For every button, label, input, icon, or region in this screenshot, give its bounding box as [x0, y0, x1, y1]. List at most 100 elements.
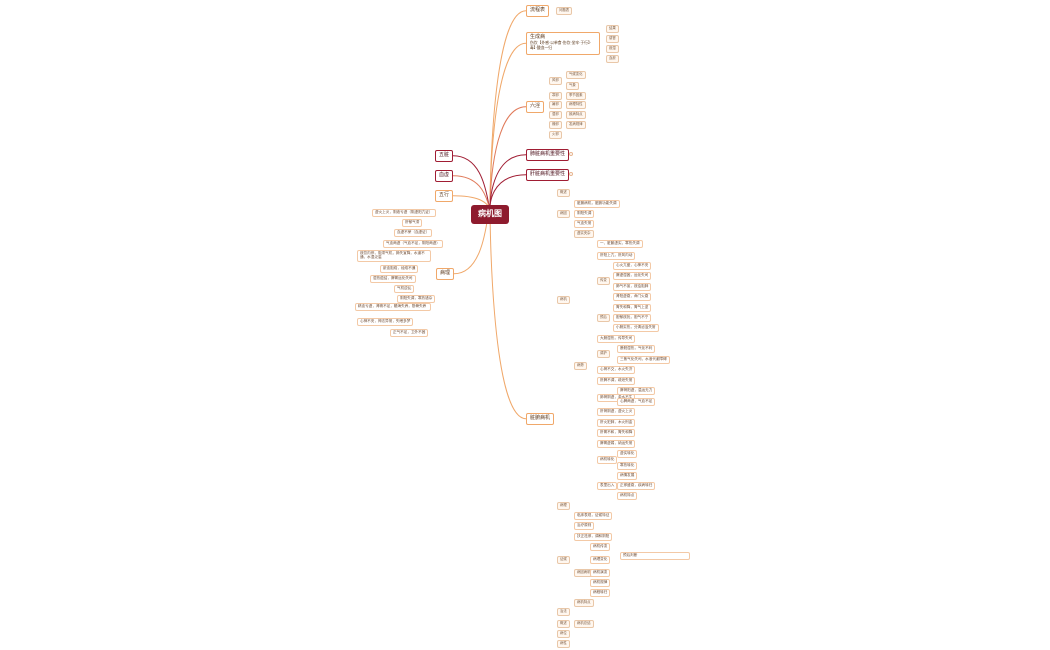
pathology-item-1: 肝郁气滞 — [402, 219, 423, 227]
organ-line-8: 肺气不宣，痰浊阻肺 — [613, 283, 652, 291]
organ-line-31: 病机特点 — [617, 492, 638, 500]
organ-line-7: 脾虚湿困，运化失司 — [613, 272, 652, 280]
six-item-1: 寒邪 — [549, 92, 562, 100]
branch-organ-pathology[interactable]: 脏腑病机 — [526, 413, 555, 425]
branch-connector — [489, 42, 527, 208]
branch-disease-origin-sub: 伤饮【外感·以单食·伤饮·坐牢·于行】·毒】·酸血一归 — [530, 39, 592, 50]
branch-pathology[interactable]: 病理 — [436, 268, 455, 280]
six-item-7: 气候变化 — [566, 71, 586, 79]
branch-five-organs[interactable]: 五脏 — [435, 150, 454, 162]
six-item-5: 火邪 — [549, 131, 562, 139]
organ-group-4: 证候 — [557, 556, 570, 564]
organ-line-3: 虚实夹杂 — [574, 230, 594, 238]
organ-line-1: 阴阳失调 — [574, 210, 595, 218]
collapse-toggle-icon[interactable] — [569, 152, 573, 156]
organ-group-7: 病位 — [557, 630, 570, 638]
six-item-9: 季节因素 — [566, 92, 586, 100]
six-item-0: 风邪 — [549, 77, 562, 85]
pathology-item-7: 气机逆乱 — [394, 285, 415, 293]
collapse-toggle-icon[interactable] — [569, 172, 573, 176]
organ-line-27: 寒热转化 — [617, 462, 638, 470]
organ-line-9: 肾阳虚衰，命门火衰 — [613, 293, 652, 301]
organ-line-28: 表里出入 — [597, 482, 618, 490]
organ-group-6: 概述 — [557, 620, 570, 628]
origin-item-0: 结果 — [606, 25, 619, 33]
pathology-item-2: 血虚不荣（血虚证） — [394, 229, 433, 237]
branch-connector — [489, 154, 527, 208]
pathology-item-9: 精血亏虚，肾精不足，髓海失养，筋骨失养 — [355, 303, 431, 311]
branch-disease-origin[interactable]: 生成病 伤饮【外感·以单食·伤饮·坐牢·于行】·毒】·酸血一归 — [526, 32, 600, 55]
six-item-10: 病理特性 — [566, 101, 586, 109]
branch-six-excesses[interactable]: 六淫 — [526, 101, 545, 113]
organ-bottom-6: 病程转归 — [590, 589, 611, 597]
six-item-12: 发病规律 — [566, 121, 586, 129]
organ-line-12: 小肠实热，分清泌浊失常 — [613, 324, 659, 332]
organ-sub-2: 调护 — [597, 350, 610, 358]
organ-line-21: 肝肾阴虚，虚火上炎 — [597, 408, 636, 416]
pathology-item-4: 痰饮内停，阻滞气机，肺失宣降，水道不通，水湿泛滥 — [357, 250, 431, 262]
organ-bottom-8: 病机总结 — [574, 620, 594, 628]
organ-line-2: 气血失常 — [574, 220, 595, 228]
branch-connector — [489, 206, 527, 420]
organ-sub-1: 预后 — [597, 314, 610, 322]
branch-connector — [489, 106, 527, 208]
organ-line-15: 三焦气化失司，水液代谢障碍 — [617, 356, 670, 364]
pathology-item-10: 心神不安，神志异常，失眠多梦 — [357, 318, 414, 326]
branch-process-table[interactable]: 流程表 — [526, 5, 550, 17]
origin-item-2: 痰湿 — [606, 45, 619, 53]
organ-line-10: 胃失和降，胃气上逆 — [613, 304, 652, 312]
branch-liver-importance[interactable]: 肝脏病机重要性 — [526, 169, 570, 181]
branch-disease-origin-title: 生成病 — [530, 34, 546, 40]
pathology-item-0: 虚火上炎，阴液亏虚（阴虚阳亢证） — [372, 209, 436, 217]
six-item-3: 湿邪 — [549, 111, 562, 119]
organ-line-19: 脾肾阳虚，温运无力 — [617, 387, 656, 395]
organ-bottom-5: 病机规律 — [590, 579, 611, 587]
organ-sub-0: 传变 — [597, 277, 610, 285]
organ-bottom-4: 病机演变 — [590, 569, 611, 577]
branch-blood-deficiency[interactable]: 血虚 — [435, 170, 454, 182]
organ-group-1: 病因 — [557, 210, 570, 218]
pathology-item-8: 阴阳失调，寒热错杂 — [397, 295, 436, 303]
organ-group-label-a: 病势 — [574, 362, 587, 370]
organ-group-3: 病理 — [557, 502, 570, 510]
root-node[interactable]: 病机图 — [471, 205, 509, 224]
branch-five-elements[interactable]: 五行 — [435, 190, 454, 202]
organ-line-5: 肝阳上亢，肝风内动 — [597, 252, 636, 260]
organ-group-2: 病机 — [557, 296, 570, 304]
organ-group-0: 概述 — [557, 189, 570, 197]
organ-line-6: 心火亢盛，心神不安 — [613, 262, 652, 270]
six-item-11: 致病特点 — [566, 111, 586, 119]
organ-line-20: 心脾两虚，气血不足 — [617, 398, 656, 406]
organ-group-5: 治法 — [557, 608, 570, 616]
organ-group-8: 病性 — [557, 640, 570, 648]
organ-line-29: 病情发展 — [617, 472, 638, 480]
branch-process-note: 问题表 — [556, 7, 573, 15]
origin-item-3: 血瘀 — [606, 55, 619, 63]
organ-line-23: 肝胃不和，胃失和降 — [597, 429, 636, 437]
organ-line-25: 病机转化 — [597, 456, 618, 464]
six-item-8: 气象 — [566, 82, 579, 90]
branch-lung-importance[interactable]: 肺脏病机重要性 — [526, 149, 570, 161]
six-item-4: 燥邪 — [549, 121, 562, 129]
organ-line-4: 一、脏腑虚实，寒热失调 — [597, 240, 643, 248]
organ-line-14: 膀胱湿热，气化不利 — [617, 345, 656, 353]
organ-bottom-7: 病机特点 — [574, 599, 594, 607]
origin-item-1: 感冒 — [606, 35, 619, 43]
organ-line-32: 临床表现，证候特征 — [574, 512, 613, 520]
organ-line-24: 脾胃虚弱，纳运失常 — [597, 440, 636, 448]
pathology-item-5: 瘀血阻络，经络不通 — [380, 265, 419, 273]
organ-bottom-3: 预后判断 — [620, 552, 690, 560]
organ-line-33: 治疗原则 — [574, 522, 595, 530]
pathology-item-6: 湿热蕴结，脾胃运化失司 — [370, 275, 416, 283]
pathology-item-3: 气血两虚（气血不足，阴阳两虚） — [383, 240, 443, 248]
organ-line-0: 脏腑病机，脏腑功能失调 — [574, 200, 620, 208]
organ-line-26: 虚实转化 — [617, 450, 638, 458]
pathology-item-11: 正气不足，卫外不固 — [390, 329, 429, 337]
six-item-2: 暑邪 — [549, 101, 562, 109]
organ-line-22: 肝火犯肺，木火刑金 — [597, 419, 636, 427]
organ-line-16: 心肾不交，水火失济 — [597, 366, 636, 374]
organ-line-30: 正邪盛衰，疾病转归 — [617, 482, 656, 490]
organ-line-17: 肝脾不调，疏泄失常 — [597, 377, 636, 385]
organ-bottom-2: 病理变化 — [590, 556, 611, 564]
